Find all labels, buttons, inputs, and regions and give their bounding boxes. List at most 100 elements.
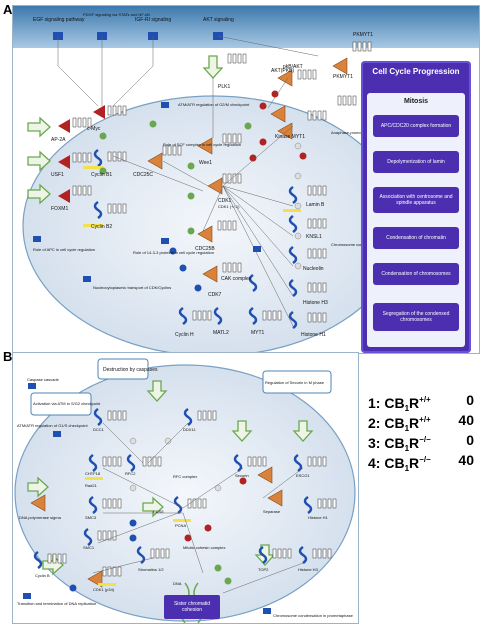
node-cyclin-b: Cyclin B — [35, 573, 50, 578]
legend-row-4: 4: CB1R−/− 40 — [368, 450, 478, 473]
node-securin: Securin — [235, 473, 249, 478]
node-cmyc: c-Myc — [87, 126, 101, 132]
legend-r: R — [409, 455, 420, 471]
legend-value: 0 — [466, 392, 474, 408]
panel-a-pathway-map: EGF signaling pathway PDGF signaling via… — [12, 5, 480, 354]
legend-num: 1: — [368, 395, 381, 411]
node-akt: AKT(PKB) — [271, 68, 294, 74]
node-rad21: Rad21 — [85, 483, 98, 488]
legend-sup: −/− — [419, 435, 431, 444]
kinase-icons — [147, 57, 348, 283]
process-chromatin: Condensation of chromatin — [373, 227, 459, 249]
node-cyclin-b2: Cyclin B2 — [91, 224, 112, 230]
top-label-pdgf: PDGF signaling via STATs and NF-kB — [83, 12, 150, 17]
node-pds5: PDS5 — [153, 509, 164, 514]
node-top2: TOP2 — [258, 567, 269, 572]
note-14-3-3: Role of 14-3-3 proteins in cell cycle re… — [133, 250, 214, 255]
node-plk1: PLK1 — [218, 84, 230, 90]
node-cdc25c: CDC25C — [133, 172, 153, 178]
node-lamin-b: Lamin B — [306, 202, 325, 208]
node-cyclin-h: Cyclin H — [175, 332, 194, 338]
note-scf: Role of SCF complex in cell cycle regula… — [163, 142, 241, 147]
legend-row-3: 3: CB1R−/− 0 — [368, 430, 478, 453]
legend-num: 2: — [368, 415, 381, 431]
legend-base: CB — [384, 395, 405, 411]
legend-sub: 1 — [404, 464, 410, 473]
genotype-legend: 1: CB1R+/+ 0 2: CB1R+/+ 40 3: CB1R−/− 0 … — [368, 390, 478, 473]
panel-a-label: A — [3, 2, 13, 17]
node-cak: CAK complex — [221, 276, 252, 282]
cell-cycle-sidebar: Cell Cycle Progression Mitosis APC/CDC20… — [361, 61, 471, 353]
node-foxm1: FOXM1 — [51, 206, 68, 212]
legend-value: 40 — [458, 452, 474, 468]
node-cdk1: CDK1 — [218, 198, 232, 204]
node-dna-pol: DNA polymerase sigma — [19, 515, 62, 520]
legend-row-2: 2: CB1R+/+ 40 — [368, 410, 478, 433]
top-label-egf: EGF signaling pathway — [33, 17, 85, 23]
node-chtf18: CHTF18 — [85, 471, 101, 476]
node-rfc2: RFC2 — [125, 471, 136, 476]
gene-icons — [93, 148, 298, 330]
sister-chromatid-cohesion: Sister chromatid cohesion — [164, 595, 220, 619]
note-atm-atr: ATM/ATR regulation of G2/M checkpoint — [178, 102, 250, 107]
node-nucleolin: Nucleolin — [303, 266, 324, 272]
node-stromalins: Stromalins 1/2 — [138, 567, 164, 572]
node-cdk1-p34: CDK1 (p34) — [93, 587, 115, 592]
legend-sup: +/+ — [419, 415, 431, 424]
node-mitotic-cohesin: Mitotic cohesin complex — [183, 545, 225, 550]
legend-sup: −/− — [419, 455, 431, 464]
panel-b-diagram: Destruction by caspases Activation via A… — [14, 358, 356, 623]
phospho-markers — [99, 90, 307, 292]
node-pkb-akt: pkB/AKT — [283, 64, 303, 70]
interaction-edges — [57, 35, 319, 327]
node-cdk1-alt: CDK1 (+/-1) — [218, 204, 240, 209]
callout-boxes — [30, 358, 332, 416]
legend-r: R — [409, 435, 420, 451]
process-centrosome: Association with centrosome and spindle … — [373, 187, 459, 213]
process-depolymerization: Depolymerization of lamin — [373, 151, 459, 173]
node-pcna: PCNA — [175, 523, 186, 528]
gene-icons-b — [33, 407, 313, 570]
legend-base: CB — [384, 415, 405, 431]
node-ddx11: DDX11 — [183, 427, 196, 432]
phospho-markers-b — [69, 437, 247, 592]
process-segregation: Segregation of the condensed chromosomes — [373, 303, 459, 331]
process-chromosomes: Condensation of chromosomes — [373, 263, 459, 285]
legend-sup: +/+ — [419, 395, 431, 404]
callout-atm-activation: Activation via ATM in S/G2 checkpoint — [33, 401, 101, 406]
legend-num: 4: — [368, 455, 381, 471]
interaction-edges-b — [92, 422, 304, 594]
node-histone-h3: Histone H3 — [303, 300, 328, 306]
note-caspase: Caspase cascade — [27, 377, 60, 382]
expression-bar-groups — [72, 41, 372, 323]
red-node-icons — [58, 105, 105, 203]
node-smc1: SMC1 — [83, 545, 95, 550]
sidebar-title: Cell Cycle Progression — [372, 67, 460, 76]
note-nucleocyto: Nucleocytoplasmic transport of CDK/Cycli… — [93, 285, 171, 290]
kinase-icons-b — [30, 466, 283, 588]
node-kinase-myt1: Kinase MYT1 — [275, 134, 305, 140]
legend-r: R — [409, 415, 420, 431]
legend-sub: 1 — [404, 424, 410, 433]
node-cdc25b: CDC25B — [195, 246, 215, 252]
panel-a-diagram: EGF signaling pathway PDGF signaling via… — [13, 6, 479, 353]
top-label-akt: AKT signaling — [203, 17, 234, 23]
node-wee1: Wee1 — [199, 160, 212, 166]
node-histone-h3-b: Histone H3 — [298, 567, 319, 572]
node-pkmyt1: PKMYT1 — [333, 74, 353, 80]
panel-b-pathway-map: Destruction by caspases Activation via A… — [12, 352, 359, 624]
legend-num: 3: — [368, 435, 381, 451]
panel-b-label: B — [3, 349, 13, 364]
callout-securin: Regulation of Securin in M phase — [265, 380, 325, 385]
node-pkmyt1-b: PKMYT1 — [353, 32, 373, 38]
node-usf1: USF1 — [51, 172, 64, 178]
legend-base: CB — [384, 435, 405, 451]
node-histone-h1-b: Histone H1 — [308, 515, 329, 520]
legend-value: 40 — [458, 412, 474, 428]
legend-row-1: 1: CB1R+/+ 0 — [368, 390, 478, 413]
legend-value: 0 — [466, 432, 474, 448]
callout-destruction: Destruction by caspases — [103, 367, 158, 373]
legend-sub: 1 — [404, 404, 410, 413]
legend-sub: 1 — [404, 444, 410, 453]
process-apc-cdc20: APC/CDC20 complex formation — [373, 115, 459, 137]
